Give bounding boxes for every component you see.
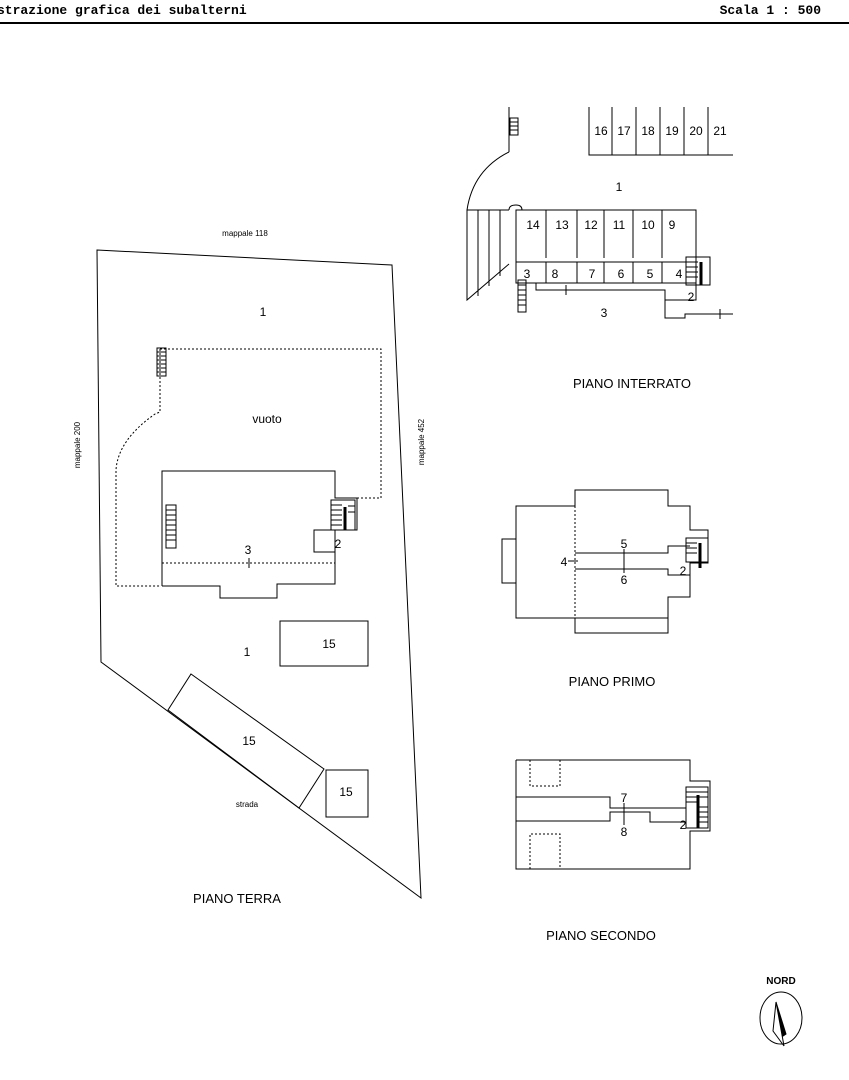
primo-sub-2-label: 2 <box>680 564 687 578</box>
vuoto-label: vuoto <box>252 412 282 426</box>
void-outline <box>115 348 382 587</box>
stair-top-left <box>156 347 167 377</box>
sub-1-top-label: 1 <box>260 305 267 319</box>
piano-primo-title: PIANO PRIMO <box>569 674 656 689</box>
building-bottom <box>162 552 336 599</box>
primo-sub-6-label: 6 <box>621 573 628 587</box>
secondo-outline <box>515 759 711 870</box>
stair-left <box>165 504 177 549</box>
garage-block <box>515 209 697 284</box>
document-title: strazione grafica dei subalterni <box>0 3 247 18</box>
sub-15-box-a <box>279 620 369 667</box>
sub-15-label-c: 15 <box>339 785 353 799</box>
garage-label: 17 <box>617 124 631 138</box>
primo-sub-5-label: 5 <box>621 537 628 551</box>
piano-terra-title: PIANO TERRA <box>193 891 281 906</box>
interrato-sub-3-label: 3 <box>601 306 608 320</box>
garage-label: 11 <box>613 218 626 232</box>
piano-secondo-title: PIANO SECONDO <box>546 928 656 943</box>
garage-label: 16 <box>594 124 608 138</box>
garage-label: 6 <box>618 267 625 281</box>
garage-label: 9 <box>669 218 676 232</box>
north-compass: NORD <box>759 976 803 1047</box>
interrato-sub-1-label: 1 <box>616 180 623 194</box>
interrato-stair-right <box>685 256 711 286</box>
secondo-sub-2-label: 2 <box>680 818 687 832</box>
compass-needle-light <box>772 1001 785 1047</box>
interrato-stair-left <box>517 279 527 313</box>
piano-secondo-plan: 7 8 2 PIANO SECONDO <box>515 759 711 943</box>
garage-label: 10 <box>641 218 655 232</box>
sub-2-label: 2 <box>335 537 342 551</box>
garage-label: 20 <box>689 124 703 138</box>
sub-15-box-c <box>325 769 369 818</box>
garage-label: 5 <box>647 267 654 281</box>
secondo-sub-8-label: 8 <box>621 825 628 839</box>
garage-label: 19 <box>665 124 679 138</box>
garage-label: 21 <box>713 124 727 138</box>
piano-terra-plan: mappale 118 mappale 200 mappale 452 1 vu… <box>73 229 426 906</box>
strada-label: strada <box>236 800 259 809</box>
interrato-sub-2-label: 2 <box>688 290 695 304</box>
sub-1-bottom-label: 1 <box>244 645 251 659</box>
sub-15-label-b: 15 <box>242 734 256 748</box>
garage-label: 14 <box>526 218 540 232</box>
garage-label: 8 <box>552 267 559 281</box>
primo-stair <box>685 537 709 563</box>
garage-label: 7 <box>589 267 596 281</box>
garage-label: 4 <box>676 267 683 281</box>
page-header: strazione grafica dei subalterni Scala 1… <box>0 0 849 24</box>
primo-sub-4-label: 4 <box>561 555 568 569</box>
nord-label: NORD <box>766 976 795 987</box>
piano-primo-plan: 4 5 6 2 PIANO PRIMO <box>501 489 709 689</box>
secondo-sub-7-label: 7 <box>621 791 628 805</box>
piano-interrato-plan: 16 17 18 19 20 21 1 14 13 12 11 10 9 3 8… <box>466 107 733 391</box>
garage-label: 13 <box>555 218 569 232</box>
site-boundary <box>96 249 422 900</box>
sub-3-label: 3 <box>245 543 252 557</box>
piano-interrato-title: PIANO INTERRATO <box>573 376 691 391</box>
scale-label: Scala 1 : 500 <box>719 3 821 18</box>
garage-label: 18 <box>641 124 655 138</box>
garage-label: 3 <box>524 267 531 281</box>
mappale-right-label: mappale 452 <box>417 418 426 465</box>
compass-ring <box>759 991 803 1045</box>
sub-15-box-b <box>167 673 325 809</box>
sub-15-label-a: 15 <box>322 637 336 651</box>
mappale-left-label: mappale 200 <box>73 421 82 468</box>
mappale-top-label: mappale 118 <box>222 229 268 238</box>
garage-label: 12 <box>584 218 598 232</box>
building-outline <box>161 470 358 586</box>
